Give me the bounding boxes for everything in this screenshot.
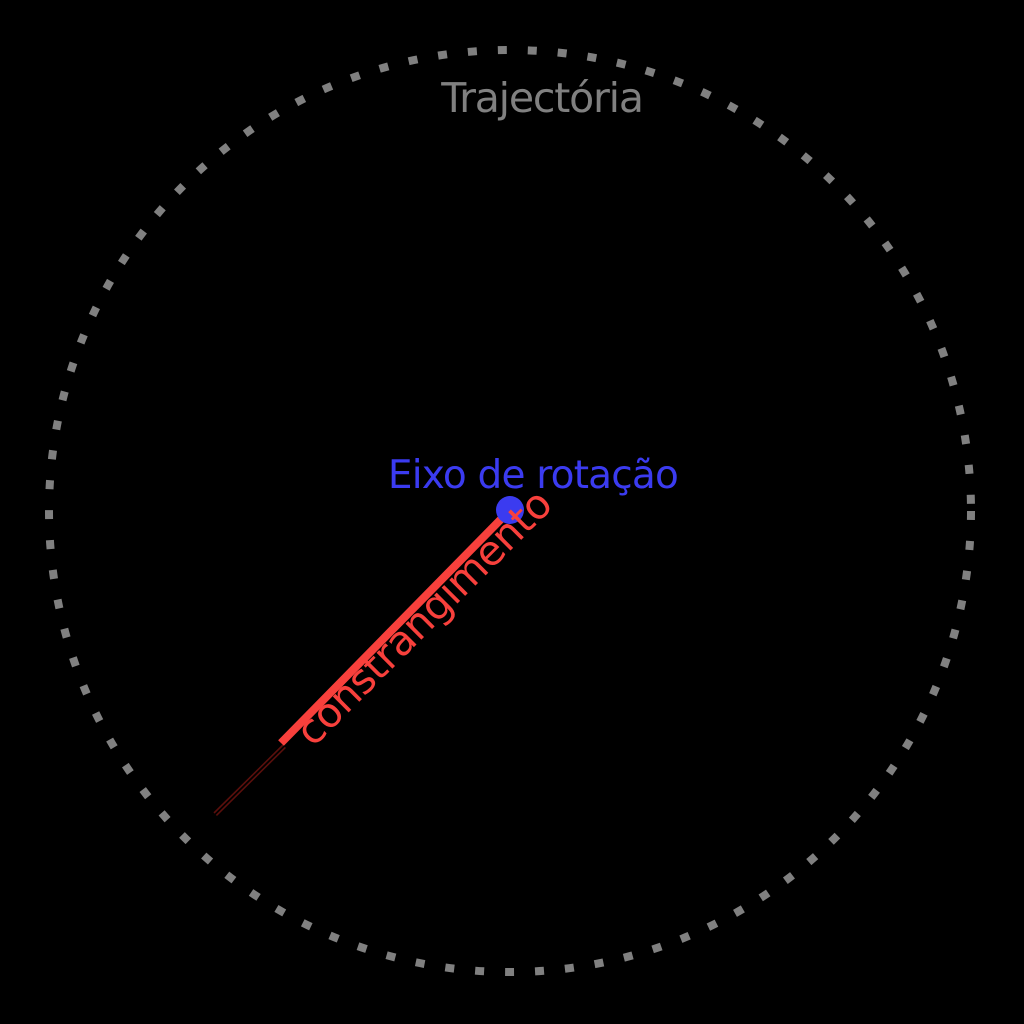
- trajectory-label: Trajectória: [440, 74, 643, 122]
- rotation-axis-label: Eixo de rotação: [388, 453, 678, 498]
- constraint-rod: [278, 507, 513, 746]
- trajectory-circle: [45, 46, 975, 976]
- rotation-axis-dot: [496, 496, 524, 524]
- constraint-label: constrangimento: [286, 480, 561, 755]
- constraint-rod-tail-outline: [215, 746, 286, 816]
- constraint-rod-tail: [213, 744, 284, 814]
